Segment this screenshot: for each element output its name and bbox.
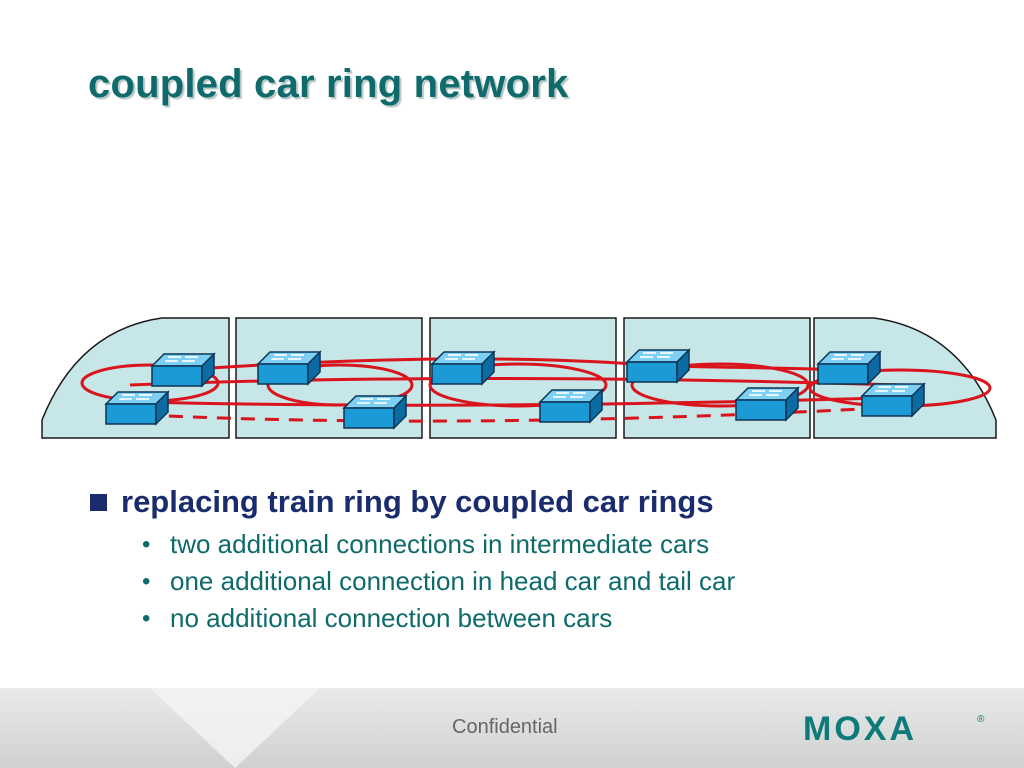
sub-bullet-text: two additional connections in intermedia…	[170, 529, 710, 559]
network-switch-icon	[539, 389, 603, 423]
bullet-dot-icon: •	[142, 568, 151, 595]
sub-bullet-text: one additional connection in head car an…	[170, 566, 736, 596]
logo-registered-mark: ®	[977, 714, 985, 725]
slide-title: coupled car ring network	[88, 62, 569, 106]
footer-band	[0, 688, 1024, 768]
sub-bullet-list: • two additional connections in intermed…	[142, 526, 735, 637]
sub-bullet: • one additional connection in head car …	[142, 563, 735, 600]
tail-car	[813, 317, 997, 439]
sub-bullet: • no additional connection between cars	[142, 600, 735, 637]
network-switch-icon	[257, 351, 321, 385]
network-switch-icon	[151, 353, 215, 387]
bullet-dot-icon: •	[142, 605, 151, 632]
logo-text: MOXA	[803, 710, 917, 748]
square-bullet-icon	[90, 493, 107, 511]
train-network-diagram	[41, 317, 997, 439]
network-switch-icon	[861, 383, 925, 417]
bullet-dot-icon: •	[142, 531, 151, 558]
network-switch-icon	[431, 351, 495, 385]
network-switch-icon	[735, 387, 799, 421]
sub-bullet: • two additional connections in intermed…	[142, 526, 735, 563]
network-switch-icon	[626, 349, 690, 383]
sub-bullet-text: no additional connection between cars	[170, 603, 613, 633]
network-switch-icon	[343, 395, 407, 429]
network-switch-icon	[105, 391, 169, 425]
main-bullet: replacing train ring by coupled car ring…	[88, 484, 735, 520]
footer-decoration	[150, 688, 320, 768]
head-car	[41, 317, 230, 439]
bullet-list: replacing train ring by coupled car ring…	[88, 484, 735, 637]
moxa-logo: MOXA ®	[803, 710, 985, 748]
footer-confidential: Confidential	[452, 716, 558, 738]
main-bullet-text: replacing train ring by coupled car ring…	[121, 484, 714, 519]
network-switch-icon	[817, 351, 881, 385]
